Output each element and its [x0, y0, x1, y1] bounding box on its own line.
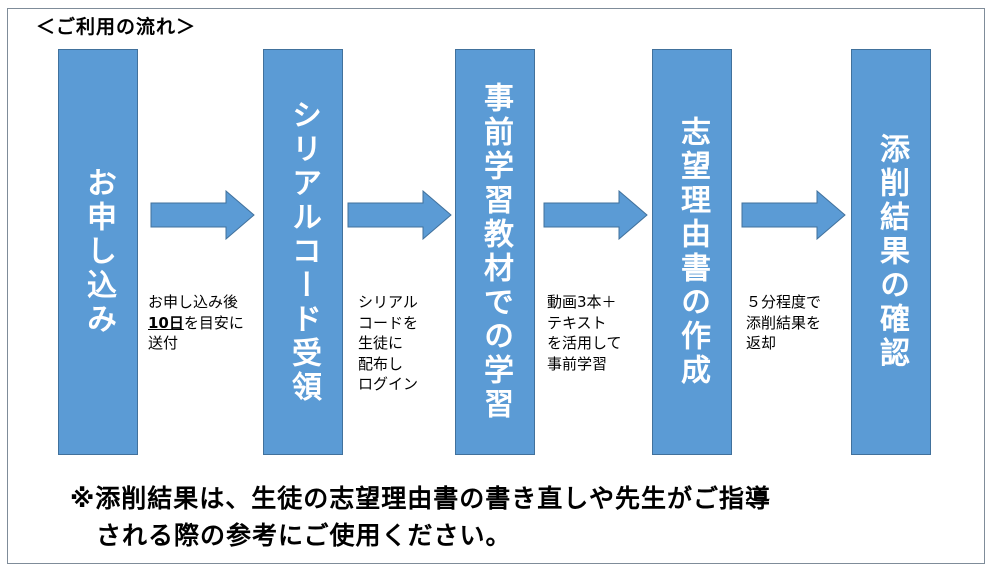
arrow-right-icon [150, 190, 256, 240]
step-label: お申し込み [81, 167, 116, 337]
step-serial-code: シリアルコード受領 [263, 49, 343, 455]
footer-note: ※添削結果は、生徒の志望理由書の書き直しや先生がご指導 される際の参考にご使用く… [70, 484, 772, 550]
step-label: シリアルコード受領 [286, 99, 321, 405]
note-delivery: お申し込み後 10日を目安に 送付 [148, 292, 244, 354]
step-application: お申し込み [58, 49, 138, 455]
note-text: お申し込み後 [148, 293, 239, 311]
step-create-statement: 志望理由書の作成 [652, 49, 732, 455]
section-title: ＜ご利用の流れ＞ [36, 16, 197, 38]
note-text: を目安に 送付 [148, 313, 244, 353]
step-label: 添削結果の確認 [874, 133, 909, 371]
step-pre-learning: 事前学習教材での学習 [455, 49, 535, 455]
arrow-right-icon [543, 190, 649, 240]
step-check-results: 添削結果の確認 [851, 49, 931, 455]
flow-frame [7, 8, 985, 564]
step-label: 事前学習教材での学習 [478, 82, 513, 422]
arrow-right-icon [741, 190, 847, 240]
note-study: 動画3本＋ テキスト を活用して 事前学習 [547, 293, 622, 373]
note-return: ５分程度で 添削結果を 返却 [746, 293, 822, 352]
note-highlight: 10日 [148, 313, 184, 332]
note-login: シリアル コードを 生徒に 配布し ログイン [358, 293, 419, 393]
step-label: 志望理由書の作成 [675, 116, 710, 388]
arrow-right-icon [347, 190, 453, 240]
